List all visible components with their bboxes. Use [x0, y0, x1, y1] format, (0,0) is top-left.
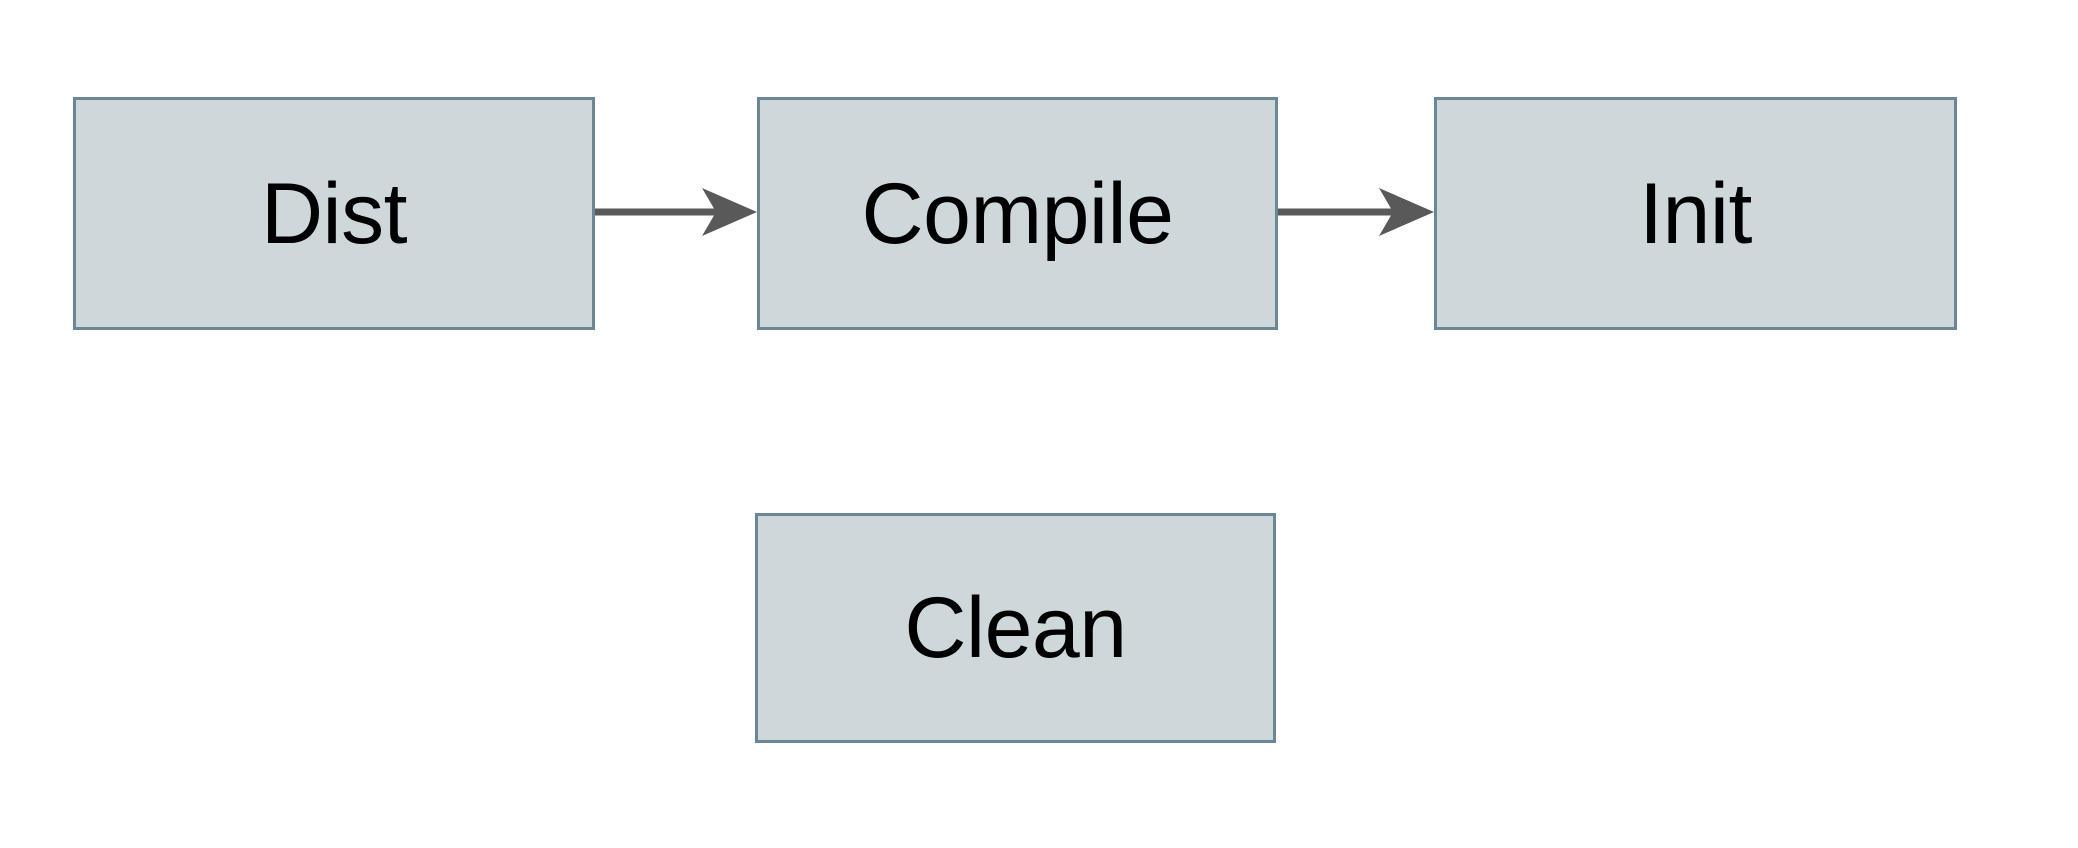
node-dist[interactable]: Dist	[73, 97, 595, 330]
node-dist-label: Dist	[260, 165, 408, 262]
node-compile-label: Compile	[861, 165, 1174, 262]
node-clean[interactable]: Clean	[755, 513, 1276, 743]
edge-compile-to-init[interactable]	[1278, 188, 1434, 236]
edge-dist-to-compile[interactable]	[595, 188, 757, 236]
node-init-label: Init	[1639, 165, 1752, 262]
node-compile[interactable]: Compile	[757, 97, 1278, 330]
edge-compile-to-init-arrowhead	[1379, 188, 1434, 236]
node-clean-label: Clean	[904, 580, 1127, 676]
node-init[interactable]: Init	[1434, 97, 1957, 330]
edge-dist-to-compile-arrowhead	[702, 188, 757, 236]
